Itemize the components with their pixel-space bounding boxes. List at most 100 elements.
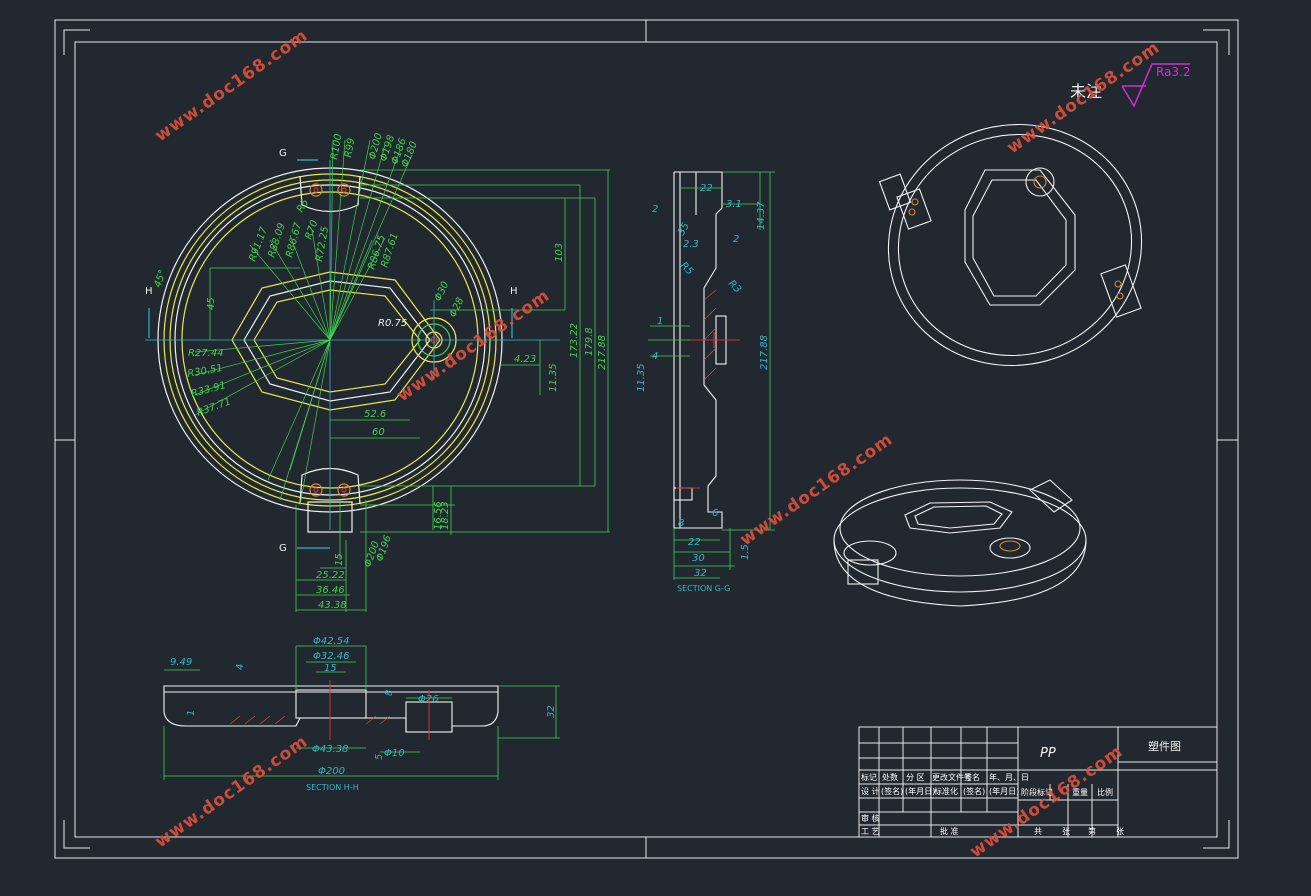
dim-r5: R5 — [295, 197, 311, 214]
tb-cell: 设 计 — [861, 786, 880, 796]
tb-cell: 张 — [1116, 827, 1124, 836]
roughness-note: 未注 Ra3.2 — [1070, 63, 1191, 108]
gg-dim-32: 32 — [694, 568, 707, 579]
dim-1798: 179.8 — [584, 327, 595, 356]
tb-cell: (签名) — [963, 786, 985, 796]
tb-process: 工 艺 — [861, 827, 880, 836]
gg-dim-35: 35 — [676, 221, 692, 238]
dim-1823: 18.23 — [440, 501, 451, 530]
dim-3646: 36.46 — [316, 585, 345, 596]
dim-423: 4.23 — [514, 354, 536, 365]
title-row-2: 设 计 (签名) (年月日) 标准化 (签名) (年月日) — [861, 786, 1019, 796]
hh-dim-4: 4 — [235, 664, 246, 670]
tb-cell: 第 — [1088, 826, 1096, 836]
watermarks: www.doc168.com www.doc168.com www.doc168… — [151, 25, 1163, 862]
dim-r075: R0.75 — [378, 318, 407, 329]
watermark: www.doc168.com — [1003, 37, 1163, 158]
hh-dim-200: Φ200 — [318, 766, 345, 777]
tb-cell: 张 — [1062, 827, 1070, 836]
dim-4338: 43.38 — [318, 600, 347, 611]
section-hh-label: SECTION H-H — [306, 783, 359, 792]
mark-g-bottom: G — [279, 543, 287, 554]
dim-r27: R27.44 — [188, 348, 224, 359]
gg-dim-8: 8 — [678, 518, 684, 529]
gg-dim-2: 2 — [652, 204, 658, 215]
hh-dim-26: Φ26 — [418, 694, 439, 705]
dim-1135: 11.35 — [548, 363, 559, 392]
gg-dim-31: 3.1 — [726, 199, 742, 210]
stage-row: 阶段标记 重量 比例 — [1021, 787, 1113, 797]
dim-d28: Φ28 — [448, 296, 467, 319]
hh-dim-4338: Φ43.38 — [312, 744, 349, 755]
tb-cell: (签名) — [881, 786, 903, 796]
mark-h-right: H — [510, 286, 518, 297]
gg-dim-22: 22 — [700, 183, 713, 194]
gg-dim-1: 1 — [657, 316, 663, 327]
watermark: www.doc168.com — [151, 25, 311, 146]
material-label: PP — [1040, 746, 1056, 761]
gg-dim-30: 30 — [692, 553, 705, 564]
tb-cell: 签名 — [964, 772, 980, 782]
dim-r33: R33.91 — [190, 380, 227, 400]
dim-d30: Φ30 — [433, 280, 452, 303]
gg-dim-6: 6 — [712, 508, 718, 519]
dim-r99: R99 — [343, 137, 357, 158]
hh-dim-8: 8 — [384, 690, 395, 696]
title-block — [858, 726, 1218, 838]
dim-60: 60 — [372, 427, 385, 438]
gg-dim-15: 1.5 — [740, 544, 751, 560]
tb-cell: 年、月、日 — [989, 772, 1029, 782]
hh-dim-10: Φ10 — [384, 748, 405, 759]
mark-h-left: H — [145, 286, 153, 297]
hh-dim-3246: Φ32.46 — [313, 651, 350, 662]
tb-cell: 更改文件号 — [932, 772, 972, 782]
hh-dim-1: 1 — [186, 710, 197, 716]
dim-103: 103 — [554, 243, 565, 262]
gg-dim-1135: 11.35 — [636, 363, 647, 392]
hh-dim-949: 9.49 — [170, 657, 192, 668]
dim-15: 15 — [334, 553, 345, 566]
roughness-value: Ra3.2 — [1156, 65, 1191, 79]
note-label: 未注 — [1070, 82, 1102, 101]
dim-r30: R30.51 — [187, 363, 224, 380]
hh-dim-4254: Φ42.54 — [313, 636, 350, 647]
dim-r100: R100 — [329, 133, 344, 161]
dim-45: 45 — [206, 297, 217, 310]
title-row-1: 标记 处数 分 区 更改文件号 签名 年、月、日 — [861, 772, 1029, 782]
watermark: www.doc168.com — [736, 429, 896, 550]
dim-526: 52.6 — [364, 409, 386, 420]
dim-r91: R91.17 — [247, 225, 270, 263]
section-gg-label: SECTION G-G — [677, 584, 730, 593]
hh-dim-32: 32 — [546, 705, 557, 718]
tb-approve: 批 准 — [940, 826, 959, 836]
tb-cell: 比例 — [1097, 787, 1113, 797]
iso-view-top — [878, 123, 1143, 367]
gg-dim-21788: 217.88 — [759, 335, 770, 370]
dim-r37: R37.71 — [195, 396, 232, 419]
top-view: G G H H R100 R99 Φ200 Φ198 Φ186 Φ180 R91… — [145, 132, 610, 612]
hh-dim-15: 15 — [324, 663, 337, 674]
dim-21788: 217.88 — [597, 335, 608, 370]
sheet-count-row: 共 张 第 张 — [1034, 826, 1124, 836]
gg-dim-23: 2.3 — [683, 239, 699, 250]
tb-cell: 共 — [1034, 827, 1042, 836]
tb-cell: (年月日) — [905, 786, 935, 796]
drawing-name: 塑件图 — [1148, 739, 1181, 753]
tb-cell: 阶段标记 — [1021, 787, 1053, 797]
watermark: www.doc168.com — [151, 731, 311, 852]
tb-check: 审 核 — [861, 813, 880, 823]
sheet-border — [54, 19, 1239, 859]
tb-cell: (年月日) — [989, 786, 1019, 796]
tb-cell: 重量 — [1072, 787, 1088, 797]
tb-cell: 标准化 — [934, 786, 958, 796]
gg-dim-22b: 22 — [688, 537, 701, 548]
tb-cell: 标记 — [861, 772, 877, 782]
mark-g-top: G — [279, 148, 287, 159]
iso-view-bottom — [833, 479, 1087, 607]
gg-dim-r3: R3 — [726, 278, 743, 295]
dim-2522: 25.22 — [316, 570, 345, 581]
dim-1656: 16.56 — [433, 501, 444, 530]
gg-dim-2b: 2 — [733, 234, 739, 245]
section-hh-view: Φ42.54 Φ32.46 15 9.49 4 Φ26 8 32 Φ43.38 … — [163, 636, 560, 792]
